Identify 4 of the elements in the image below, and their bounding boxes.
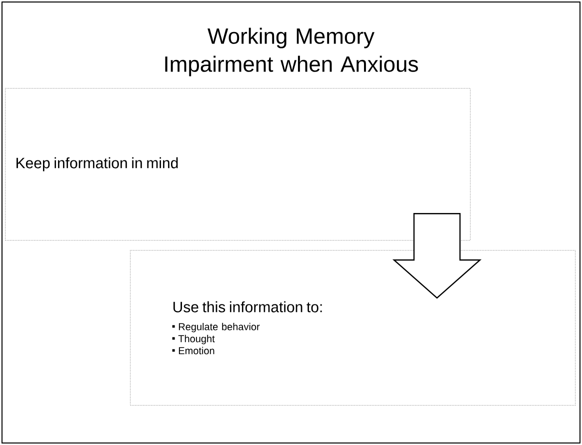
text-box: Use this information to: Regulate behavior Thought Emotion — [130, 250, 576, 406]
text-box: Keep information in mind — [5, 88, 471, 241]
block-arrow — [392, 213, 482, 299]
title: Working Memory Impairment when Anxious — [165, 28, 418, 76]
